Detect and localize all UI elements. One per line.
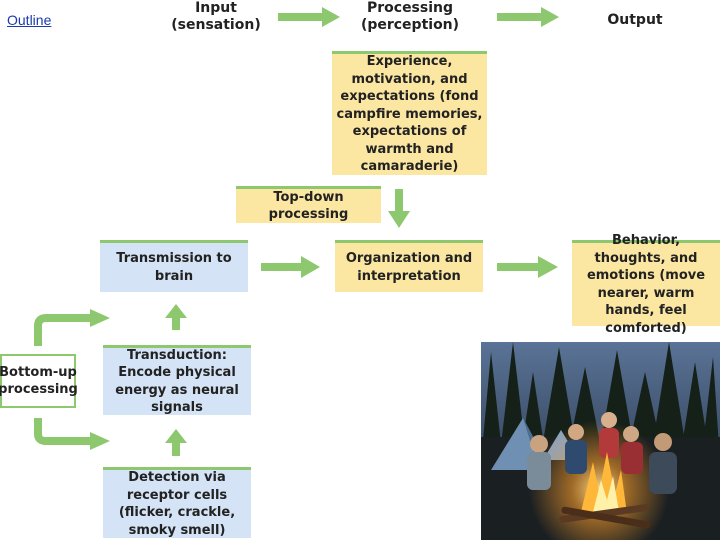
arrow-transmission-to-organization (261, 256, 320, 278)
arrow-bottom-up-upper-head (90, 309, 110, 327)
organization-box: Organization and interpretation (335, 240, 483, 292)
arrow-bottom-up-lower (34, 418, 92, 445)
arrow-input-to-processing (278, 7, 340, 27)
arrow-processing-to-output (497, 7, 559, 27)
arrow-bottom-up-lower-head (90, 432, 110, 450)
processing-header-line1: Processing (366, 0, 454, 16)
top-down-box: Top-down processing (236, 186, 381, 223)
outline-link[interactable]: Outline (7, 12, 52, 28)
input-header-line2: (sensation) (171, 17, 261, 33)
behavior-box: Behavior, thoughts, and emotions (move n… (572, 233, 720, 336)
campfire-photo (481, 342, 720, 540)
arrow-top-down (388, 189, 410, 228)
input-header-line1: Input (195, 0, 237, 16)
detection-box: Detection via receptor cells (flicker, c… (103, 467, 251, 538)
transmission-box: Transmission to brain (100, 240, 248, 292)
arrow-organization-to-behavior (497, 256, 558, 278)
arrow-detection-to-transduction (165, 429, 187, 456)
processing-header-line2: (perception) (360, 17, 460, 33)
arrow-transduction-to-transmission (165, 304, 187, 330)
arrow-bottom-up-upper (34, 314, 92, 346)
processing-header: Processing (perception) (360, 0, 460, 34)
bottom-up-box: Bottom-up processing (0, 354, 78, 408)
transduction-box: Transduction: Encode physical energy as … (103, 345, 251, 415)
input-header: Input (sensation) (170, 0, 262, 34)
experience-box: Experience, motivation, and expectations… (332, 51, 487, 175)
output-header: Output (607, 12, 663, 28)
